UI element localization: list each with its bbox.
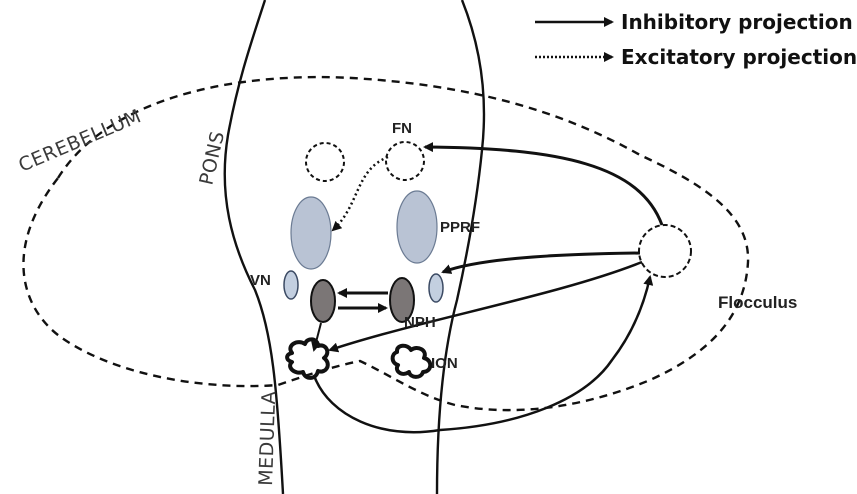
- fn-left-circle: [305, 142, 345, 182]
- flocculus-to-vn-arrow: [441, 251, 641, 274]
- cerebellum-outline: [22, 75, 750, 412]
- legend-inhibitory-label: Inhibitory projection: [621, 10, 853, 34]
- fn-circle: [385, 141, 425, 181]
- brainstem-right-outline: [435, 0, 486, 494]
- brainstem-left-outline: [223, 0, 285, 494]
- ion-label: ION: [431, 355, 458, 372]
- fn-to-pprf-excitatory-arrow: [331, 155, 389, 232]
- cerebellum-label: CEREBELLUM: [15, 105, 144, 176]
- medulla-label: MEDULLA: [255, 390, 280, 486]
- pprf-right-ellipse: [396, 190, 438, 264]
- vn-label: VN: [250, 272, 271, 289]
- flocculus-circle: [638, 224, 692, 278]
- fn-label: FN: [392, 120, 412, 137]
- pprf-label: PPRF: [440, 219, 480, 236]
- vn-left-ellipse: [283, 270, 299, 300]
- ion-left-blob: [285, 337, 330, 380]
- nph-label: NPH: [404, 314, 436, 331]
- legend-excitatory-label: Excitatory projection: [621, 45, 857, 69]
- ion-right-blob: [390, 343, 433, 379]
- flocculus-label: Flocculus: [718, 293, 797, 312]
- nph-right-ellipse: [389, 277, 415, 323]
- flocculus-to-fn-arrow: [423, 142, 664, 226]
- vn-right-ellipse: [428, 273, 444, 303]
- nph-left-ellipse: [310, 279, 336, 323]
- nph-to-ion-arrow: [311, 322, 322, 352]
- pprf-left-ellipse: [290, 196, 332, 270]
- ion-to-flocculus-arrow: [313, 275, 654, 434]
- flocculus-to-nph-arrow: [328, 260, 643, 353]
